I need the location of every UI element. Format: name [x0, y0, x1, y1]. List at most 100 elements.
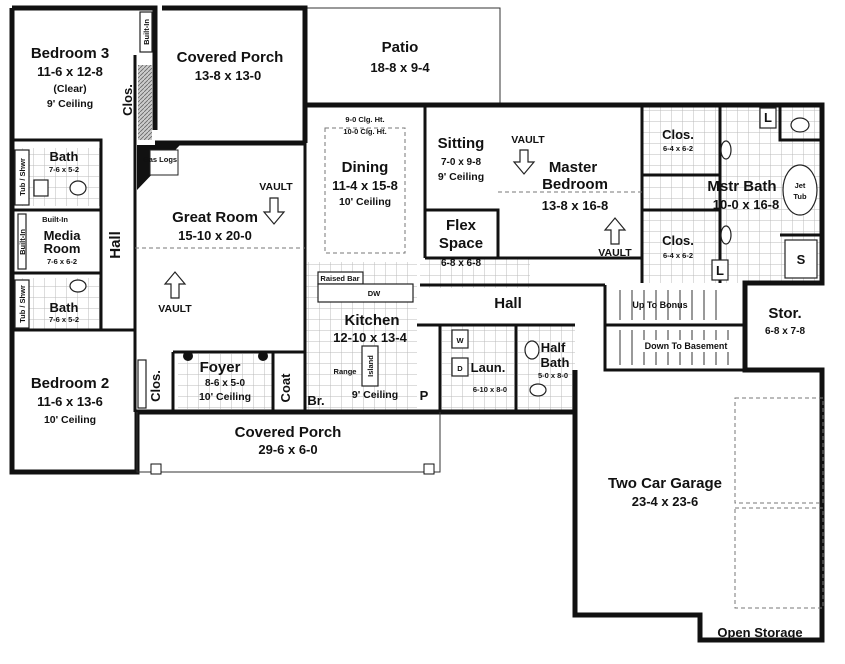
clos-master-bottom-name: Clos.	[662, 233, 694, 248]
media-name1: Media	[44, 228, 82, 243]
flex-dim: 6-8 x 6-8	[441, 258, 481, 269]
jet-tub-label2: Tub	[793, 192, 807, 201]
bedroom3-note: (Clear)	[53, 83, 86, 95]
clos-bed2-box	[137, 359, 147, 409]
clos-master-top-name: Clos.	[662, 127, 694, 142]
bath-top-dim: 7-6 x 5-2	[49, 165, 79, 174]
mstr-linen-bottom-label: L	[716, 263, 724, 278]
flex-hall-tile	[420, 258, 530, 288]
mstr-bath-name: Mstr Bath	[707, 178, 776, 195]
bath-bottom-sink	[69, 279, 87, 293]
range-label: Range	[334, 367, 357, 376]
broom-label: Br.	[307, 393, 324, 408]
porch-post-2	[423, 463, 435, 475]
bedroom2-ceiling: 10' Ceiling	[44, 414, 96, 426]
bath-top-tub	[14, 149, 30, 206]
stairs-down[interactable]: Down To Basement	[619, 330, 738, 365]
bedroom2-name: Bedroom 2	[31, 375, 109, 392]
kitchen-ceiling: 9' Ceiling	[352, 389, 398, 401]
open-storage-name: Open Storage	[717, 625, 802, 640]
mstr-toilet	[790, 117, 810, 133]
bedroom3-ceiling: 9' Ceiling	[47, 98, 93, 110]
interior-walls	[12, 55, 822, 412]
bedroom2-dim: 11-6 x 13-6	[37, 394, 103, 409]
dryer	[451, 357, 469, 377]
foyer-column-right	[258, 351, 268, 361]
mstr-sink-bottom	[720, 225, 732, 245]
clos-master-bottom-dim: 6-4 x 6-2	[663, 251, 693, 260]
half-bath-name2: Bath	[541, 355, 570, 370]
sitting-name: Sitting	[438, 135, 485, 152]
stairs-up-label: Up To Bonus	[632, 300, 687, 310]
garage-name: Two Car Garage	[608, 475, 722, 492]
foyer-name: Foyer	[200, 359, 241, 376]
bath-top-name: Bath	[50, 149, 79, 164]
half-bath-name1: Half	[541, 340, 566, 355]
master-vault-arrow-up	[603, 217, 627, 245]
media-builtin-label: Built-In	[42, 215, 68, 224]
bath-bottom-tub-label: Tub / Shwr	[18, 285, 27, 323]
dining-name: Dining	[342, 159, 389, 176]
hall-center-name: Hall	[494, 295, 522, 312]
garage-door-1	[734, 397, 824, 504]
kitchen-counter-top	[317, 283, 414, 303]
bath-bottom-dim: 7-6 x 5-2	[49, 315, 79, 324]
clos-bed3-box	[138, 65, 152, 140]
washer	[451, 329, 469, 349]
stairs-up[interactable]: Up To Bonus	[619, 290, 717, 320]
dining-ceiling: 10' Ceiling	[339, 196, 391, 208]
great-vault-arrow-down	[262, 197, 286, 225]
stairs-down-label: Down To Basement	[645, 341, 728, 351]
foyer-ceiling: 10' Ceiling	[199, 391, 251, 403]
bath-top-toilet	[33, 179, 49, 197]
patio-outline	[305, 7, 501, 105]
shower-label: S	[797, 252, 806, 267]
storage-dim: 6-8 x 7-8	[765, 326, 805, 337]
bath-top-tub-label: Tub / Shwr	[18, 158, 27, 196]
flex-name1: Flex	[446, 217, 477, 234]
great-room-name: Great Room	[172, 209, 258, 226]
hall-left-name: Hall	[107, 231, 124, 259]
mstr-sink-top	[720, 140, 732, 160]
porch-wall	[136, 412, 441, 473]
media-dim: 7-6 x 6-2	[47, 257, 77, 266]
hearth	[149, 149, 179, 176]
bedroom3-dim: 11-6 x 12-8	[37, 64, 103, 79]
great-vault-arrow-up	[163, 271, 187, 299]
gas-logs-label: Gas Logs	[143, 155, 177, 164]
master-vault-arrow-down	[512, 149, 536, 175]
island-label: Island	[366, 355, 375, 377]
clos-bed3-label: Clos.	[120, 84, 135, 116]
mstr-bath-dim: 10-0 x 16-8	[713, 197, 780, 212]
foyer-column-left	[183, 351, 193, 361]
rear-porch-name: Covered Porch	[177, 49, 284, 66]
foyer-dim: 8-6 x 5-0	[205, 378, 245, 389]
storage-name: Stor.	[768, 305, 801, 322]
half-bath-dim: 5-0 x 8-0	[538, 371, 568, 380]
great-room-dim: 15-10 x 20-0	[178, 228, 252, 243]
garage-door-2	[734, 507, 824, 609]
clos-master-top-dim: 6-4 x 6-2	[663, 144, 693, 153]
dining-dim: 11-4 x 15-8	[332, 178, 398, 193]
front-porch-dim: 29-6 x 6-0	[258, 442, 317, 457]
clos-bed2-label: Clos.	[148, 370, 163, 402]
bath-top-sink	[69, 180, 87, 196]
dining-clg2: 10-0 Clg. Ht.	[343, 127, 386, 136]
mstr-linen-bottom	[711, 259, 729, 281]
washer-label: W	[456, 336, 464, 345]
rear-porch-dim: 13-8 x 13-0	[195, 68, 262, 83]
flex-name2: Space	[439, 235, 483, 252]
media-name2: Room	[44, 241, 81, 256]
garage-dim: 23-4 x 23-6	[632, 494, 699, 509]
halfbath-tile	[518, 325, 575, 410]
master-vault-top: VAULT	[511, 134, 545, 146]
porch-post-1	[150, 463, 162, 475]
great-vault-top: VAULT	[259, 181, 293, 193]
great-vault-bottom: VAULT	[158, 303, 192, 315]
laundry-name: Laun.	[471, 360, 506, 375]
dryer-label: D	[457, 364, 463, 373]
pantry-label: P	[420, 388, 429, 403]
master-vault-bottom: VAULT	[598, 247, 632, 259]
kitchen-dim: 12-10 x 13-4	[333, 330, 407, 345]
